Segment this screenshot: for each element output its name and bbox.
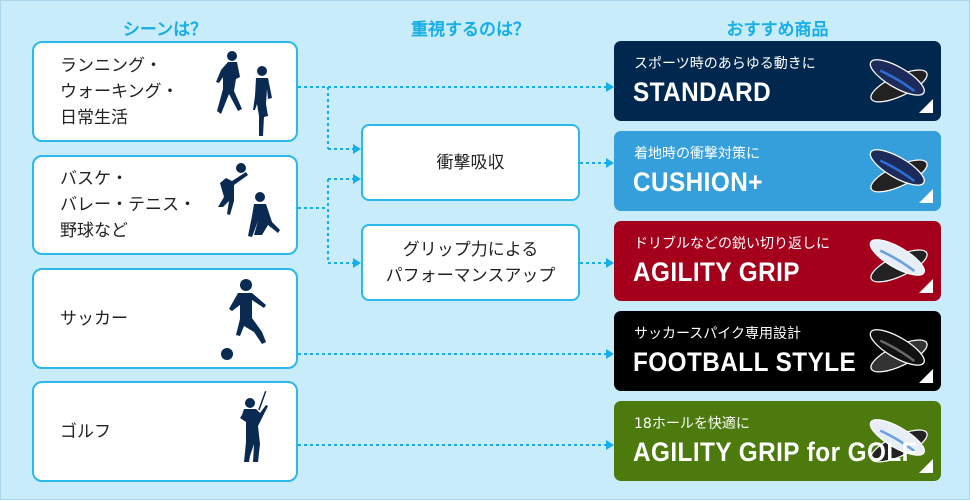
scene-label: ランニング・ウォーキング・日常生活 bbox=[60, 55, 179, 128]
product-card-standard[interactable]: スポーツ時のあらゆる動きに STANDARD bbox=[614, 41, 941, 121]
product-header: おすすめ商品 bbox=[726, 20, 829, 40]
link-corner-icon bbox=[919, 369, 933, 383]
product-name: CUSHION+ bbox=[633, 167, 763, 197]
product-card-agility-grip-golf[interactable]: 18ホールを快適に AGILITY GRIP for GOLF bbox=[614, 401, 941, 481]
scene-label: ゴルフ bbox=[60, 421, 111, 442]
product-tagline: 着地時の衝撃対策に bbox=[634, 146, 760, 162]
link-corner-icon bbox=[919, 459, 933, 473]
product-name: FOOTBALL STYLE bbox=[633, 347, 857, 377]
product-card-cushion-plus[interactable]: 着地時の衝撃対策に CUSHION+ bbox=[614, 131, 941, 211]
priority-grip: グリップ力によるパフォーマンスアップ bbox=[361, 224, 580, 301]
runners-silhouette-icon bbox=[216, 51, 272, 136]
soccer-player-silhouette-icon bbox=[221, 279, 266, 360]
product-tagline: 18ホールを快適に bbox=[634, 416, 750, 432]
link-corner-icon bbox=[919, 99, 933, 113]
insole-image-icon bbox=[869, 329, 928, 373]
arrow-icon bbox=[606, 440, 614, 450]
product-card-football-style[interactable]: サッカースパイク専用設計 FOOTBALL STYLE bbox=[614, 311, 941, 391]
scene-running: ランニング・ウォーキング・日常生活 bbox=[32, 41, 298, 142]
link-corner-icon bbox=[919, 189, 933, 203]
product-tagline: サッカースパイク専用設計 bbox=[634, 326, 802, 342]
volleyball-players-silhouette-icon bbox=[218, 163, 280, 237]
product-name: STANDARD bbox=[633, 77, 772, 107]
product-name: AGILITY GRIP for GOLF bbox=[633, 437, 917, 467]
link-corner-icon bbox=[919, 279, 933, 293]
scene-label: バスケ・バレー・テニス・野球など bbox=[60, 169, 196, 241]
product-tagline: スポーツ時のあらゆる動きに bbox=[634, 56, 816, 72]
arrow-icon bbox=[606, 158, 614, 168]
scene-soccer: サッカー bbox=[32, 268, 298, 369]
arrow-icon bbox=[606, 258, 614, 268]
arrow-icon bbox=[353, 144, 361, 154]
scene-golf: ゴルフ bbox=[32, 381, 298, 482]
arrow-icon bbox=[353, 174, 361, 184]
insole-image-icon bbox=[869, 149, 928, 193]
arrow-icon bbox=[606, 349, 614, 359]
priority-header: 重視するのは？ bbox=[411, 20, 530, 40]
scene-label: サッカー bbox=[60, 308, 128, 329]
scene-header: シーンは？ bbox=[122, 20, 208, 40]
priority-shock-absorption: 衝撃吸収 bbox=[361, 124, 580, 201]
scene-court-sports: バスケ・バレー・テニス・野球など bbox=[32, 155, 298, 255]
insole-image-icon bbox=[869, 419, 928, 463]
arrow-icon bbox=[353, 258, 361, 268]
insole-image-icon bbox=[869, 59, 928, 103]
golfer-silhouette-icon bbox=[240, 390, 268, 462]
insole-image-icon bbox=[869, 239, 928, 283]
arrow-icon bbox=[606, 82, 614, 92]
product-card-agility-grip[interactable]: ドリブルなどの鋭い切り返しに AGILITY GRIP bbox=[614, 221, 941, 301]
product-name: AGILITY GRIP bbox=[633, 257, 800, 287]
product-tagline: ドリブルなどの鋭い切り返しに bbox=[634, 236, 830, 252]
